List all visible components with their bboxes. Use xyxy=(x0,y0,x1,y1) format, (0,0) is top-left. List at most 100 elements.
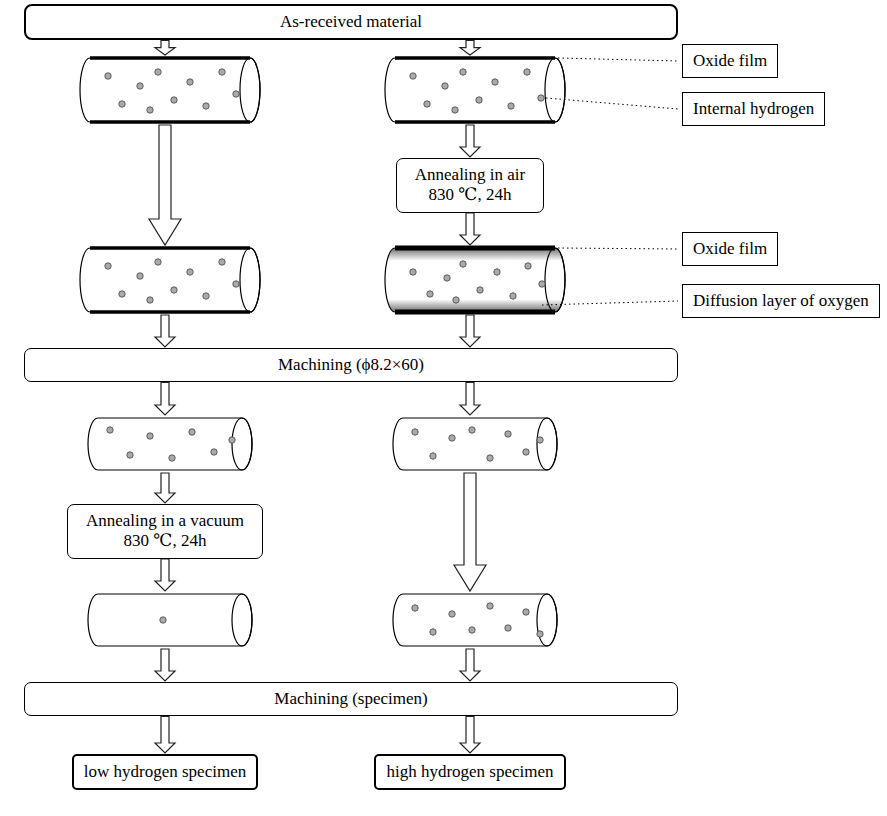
hydrogen-dot xyxy=(538,95,544,101)
rod-end xyxy=(240,58,260,122)
hydrogen-dot xyxy=(171,97,177,103)
hydrogen-dot xyxy=(147,107,153,113)
result-box: low hydrogen specimen xyxy=(72,754,258,790)
hydrogen-dot xyxy=(233,281,239,287)
rod-end xyxy=(232,418,252,470)
hydrogen-dot xyxy=(505,625,511,631)
hydrogen-dot xyxy=(105,263,111,269)
box-label: Machining (specimen) xyxy=(35,689,667,709)
hydrogen-dot xyxy=(539,281,545,287)
rod-end xyxy=(232,594,252,646)
hydrogen-dot xyxy=(469,427,475,433)
hydrogen-dot xyxy=(508,103,514,109)
hydrogen-dot xyxy=(460,69,466,75)
hydrogen-dot xyxy=(487,455,493,461)
hydrogen-dot xyxy=(460,261,466,267)
rod-body xyxy=(385,58,565,122)
hydrogen-dot xyxy=(453,297,459,303)
flow-arrow xyxy=(155,559,175,681)
hydrogen-dot xyxy=(160,617,166,623)
rod-body xyxy=(80,248,260,312)
box-label: Machining (ϕ8.2×60) xyxy=(35,355,667,375)
oxide-film xyxy=(395,246,555,251)
hydrogen-dot xyxy=(427,291,433,297)
hydrogen-dot xyxy=(510,293,516,299)
box-label: Annealing in a vacuum 830 ℃, 24h xyxy=(78,511,252,552)
hydrogen-dot xyxy=(494,269,500,275)
box-label: Diffusion layer of oxygen xyxy=(693,291,869,311)
leader-line xyxy=(546,98,678,109)
hydrogen-dot xyxy=(444,275,450,281)
box-label: Annealing in air 830 ℃, 24h xyxy=(407,165,533,206)
hydrogen-dot xyxy=(487,603,493,609)
hydrogen-dot xyxy=(476,97,482,103)
hydrogen-dot xyxy=(137,273,143,279)
hydrogen-dot xyxy=(105,73,111,79)
hydrogen-dot xyxy=(505,431,511,437)
hydrogen-dot xyxy=(187,79,193,85)
hydrogen-dot xyxy=(524,69,530,75)
callout-box: Oxide film xyxy=(682,232,778,266)
hydrogen-dot xyxy=(410,73,416,79)
rod-body xyxy=(88,594,252,646)
hydrogen-dot xyxy=(442,83,448,89)
process-box: Annealing in air 830 ℃, 24h xyxy=(396,158,544,213)
start-box: As-received material xyxy=(24,4,678,40)
oxide-film xyxy=(90,310,250,314)
hydrogen-dot xyxy=(155,69,161,75)
process-box: Annealing in a vacuum 830 ℃, 24h xyxy=(67,504,263,559)
hydrogen-dot xyxy=(449,611,455,617)
box-label: As-received material xyxy=(36,12,666,32)
hydrogen-dot xyxy=(155,259,161,265)
hydrogen-dot xyxy=(523,449,529,455)
process-box: Machining (specimen) xyxy=(24,682,678,716)
flow-arrow xyxy=(454,382,486,681)
flow-arrow xyxy=(155,382,175,503)
hydrogen-dot xyxy=(412,429,418,435)
hydrogen-dot xyxy=(171,287,177,293)
hydrogen-dot xyxy=(424,101,430,107)
hydrogen-dot xyxy=(469,627,475,633)
hydrogen-dot xyxy=(203,293,209,299)
leader-line xyxy=(558,248,678,249)
oxide-film xyxy=(90,120,250,124)
rod-end xyxy=(537,418,557,470)
box-label: low hydrogen specimen xyxy=(84,762,246,782)
hydrogen-dot xyxy=(233,91,239,97)
rod-end xyxy=(537,594,557,646)
hydrogen-dot xyxy=(119,291,125,297)
hydrogen-dot xyxy=(107,427,113,433)
hydrogen-dot xyxy=(525,263,531,269)
hydrogen-dot xyxy=(147,297,153,303)
hydrogen-dot xyxy=(523,609,529,615)
rod-end xyxy=(240,248,260,312)
hydrogen-dot xyxy=(127,452,133,458)
oxide-film xyxy=(395,310,555,315)
flow-arrow xyxy=(155,716,175,753)
callout-box: Internal hydrogen xyxy=(682,92,825,126)
leader-line xyxy=(542,301,678,305)
box-label: Oxide film xyxy=(693,51,767,71)
flow-arrow xyxy=(460,40,480,157)
hydrogen-dot xyxy=(219,69,225,75)
rod-body xyxy=(80,58,260,122)
callout-box: Oxide film xyxy=(682,44,778,78)
leader-line xyxy=(558,58,678,61)
rod-body xyxy=(88,418,252,470)
box-label: Oxide film xyxy=(693,239,767,259)
hydrogen-dot xyxy=(119,101,125,107)
hydrogen-dot xyxy=(169,455,175,461)
oxide-film xyxy=(90,246,250,250)
hydrogen-dot xyxy=(189,429,195,435)
oxide-film xyxy=(395,120,555,124)
hydrogen-dot xyxy=(452,107,458,113)
box-label: Internal hydrogen xyxy=(693,99,814,119)
hydrogen-dot xyxy=(477,287,483,293)
hydrogen-dot xyxy=(537,437,543,443)
oxide-film xyxy=(395,56,555,60)
oxide-film xyxy=(90,56,250,60)
hydrogen-dot xyxy=(203,103,209,109)
flow-arrow xyxy=(149,40,181,347)
callout-box: Diffusion layer of oxygen xyxy=(682,284,880,318)
